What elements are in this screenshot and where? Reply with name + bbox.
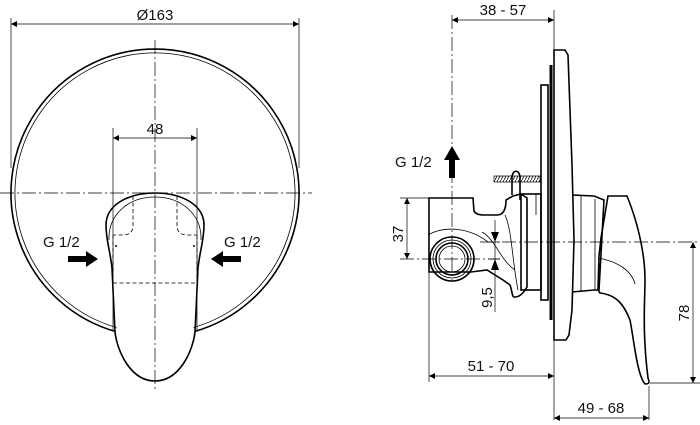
inlet-left-label: G 1/2 [43, 234, 80, 251]
inlet-left: G 1/2 [43, 234, 98, 267]
handle-height-dimension: 78 [676, 305, 693, 322]
arrow-up-icon [444, 146, 460, 178]
wall-depth-dimension: 38 - 57 [480, 2, 527, 19]
cover-plate [540, 49, 575, 341]
lever-handle-side [571, 194, 650, 385]
handle-width-dimension: 48 [147, 121, 164, 138]
front-view: Ø163 48 G 1/2 G 1/2 [0, 7, 312, 390]
offset-dimension: 9,5 [479, 287, 496, 308]
inlet-height-dimension: 37 [390, 226, 407, 243]
rosette-plate [10, 48, 300, 333]
outlet-label: G 1/2 [395, 154, 432, 171]
projection-dimension: 49 - 68 [578, 400, 625, 417]
inlet-right: G 1/2 [211, 234, 261, 267]
valve-body [427, 193, 542, 298]
inlet-right-label: G 1/2 [224, 234, 261, 251]
arrow-left-icon [211, 251, 241, 267]
side-view: 38 - 57 G 1/2 [390, 2, 700, 421]
body-depth-dimension: 51 - 70 [468, 358, 515, 375]
threaded-rod [493, 175, 541, 183]
lever-handle-front [105, 192, 205, 382]
arrow-right-icon [68, 251, 98, 267]
diameter-dimension: Ø163 [137, 7, 174, 24]
